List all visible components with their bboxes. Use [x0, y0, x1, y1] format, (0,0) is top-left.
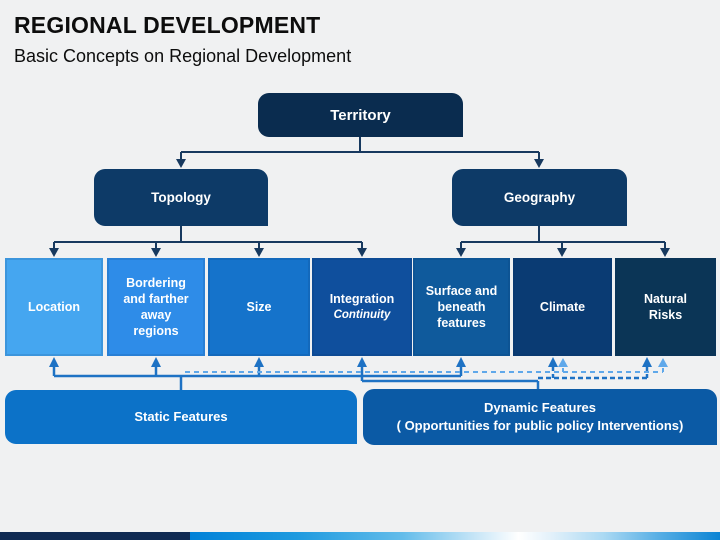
page-subtitle: Basic Concepts on Regional Development — [14, 46, 352, 66]
node-location: Location — [5, 258, 103, 356]
dynamic-features-label: Dynamic Features — [484, 400, 596, 416]
node-bordering: Bordering and farther away regions — [107, 258, 205, 356]
node-territory-label: Territory — [330, 106, 391, 124]
node-integration-sublabel: Continuity — [333, 309, 391, 322]
node-natural-risks-label: Natural Risks — [643, 291, 688, 322]
node-integration: Integration Continuity — [312, 258, 412, 356]
node-location-label: Location — [27, 299, 81, 314]
page-title: REGIONAL DEVELOPMENT — [14, 12, 321, 38]
dashed-feature-arrowheads — [558, 358, 668, 367]
node-surface-label: Surface and beneath features — [425, 283, 498, 331]
node-static-features: Static Features — [5, 390, 357, 444]
solid-feature-connectors — [52, 367, 649, 390]
node-climate-label: Climate — [539, 299, 586, 314]
node-topology-label: Topology — [151, 190, 211, 205]
node-territory: Territory — [258, 93, 463, 137]
node-integration-label: Integration — [329, 291, 395, 306]
node-topology: Topology — [94, 169, 268, 226]
node-natural-risks: Natural Risks — [615, 258, 716, 356]
dynamic-features-sublabel: ( Opportunities for public policy Interv… — [396, 418, 684, 433]
node-dynamic-features: Dynamic Features ( Opportunities for pub… — [363, 389, 717, 445]
node-surface: Surface and beneath features — [413, 258, 510, 356]
node-bordering-label: Bordering and farther away regions — [123, 275, 189, 339]
bottom-bar-gradient-segment — [190, 532, 720, 540]
node-climate: Climate — [513, 258, 612, 356]
node-size: Size — [208, 258, 310, 356]
dashed-feature-connectors — [185, 367, 664, 373]
static-features-label: Static Features — [134, 409, 228, 425]
node-geography-label: Geography — [503, 190, 576, 205]
bottom-bar-navy-segment — [0, 532, 190, 540]
node-geography: Geography — [452, 169, 627, 226]
node-size-label: Size — [246, 299, 272, 314]
solid-feature-arrowheads — [49, 357, 652, 367]
